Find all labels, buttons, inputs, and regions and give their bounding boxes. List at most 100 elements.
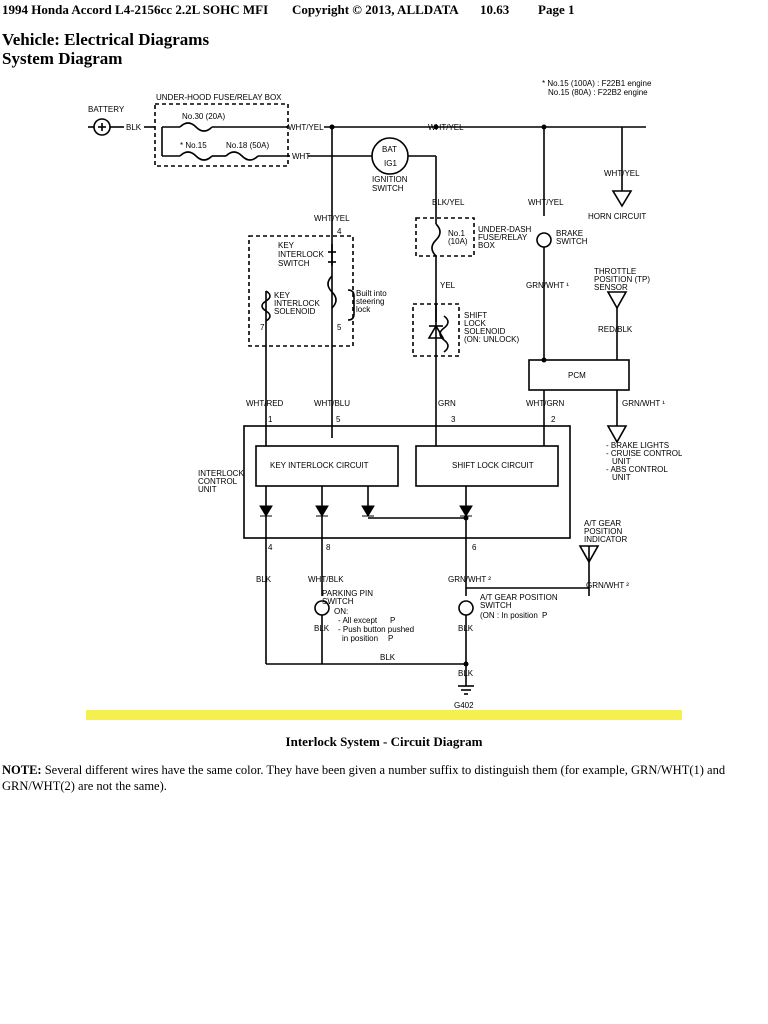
fuse-30-label: No.30 (20A) — [182, 112, 225, 121]
fuse-box-label: UNDER-HOOD FUSE/RELAY BOX — [156, 93, 282, 102]
key-interlock-assembly — [248, 235, 354, 347]
shift-lock-label-1: SHIFT — [464, 311, 487, 320]
grn-wht-2-wire-label-b: GRN/WHT ² — [586, 581, 629, 590]
wht-yel-wire-label-d: WHT/YEL — [314, 214, 350, 223]
ignition-switch-label-2: SWITCH — [372, 184, 404, 193]
highlight-bar — [86, 710, 682, 720]
yel-wire-label: YEL — [440, 281, 456, 290]
pin-4-top: 4 — [337, 227, 342, 236]
page-title: Vehicle: Electrical Diagrams — [2, 30, 210, 49]
engine-note-2: No.15 (80A) : F22B2 engine — [548, 88, 648, 97]
key-interlock-solenoid-label-2: INTERLOCK — [274, 299, 320, 308]
grn-wht-1-wire-label-b: GRN/WHT ¹ — [622, 399, 665, 408]
at-gear-indicator-label-3: INDICATOR — [584, 535, 627, 544]
key-interlock-switch-label-2: INTERLOCK — [278, 250, 324, 259]
wht-grn-wire-label: WHT/GRN — [526, 399, 564, 408]
underdash-label-3: BOX — [478, 241, 496, 250]
ignition-switch-symbol — [371, 137, 409, 175]
tp-sensor-label-3: SENSOR — [594, 283, 628, 292]
circuit-diagram-svg: * No.15 (100A) : F22B1 engine No.15 (80A… — [86, 79, 683, 720]
key-interlock-circuit-label: KEY INTERLOCK CIRCUIT — [270, 461, 369, 470]
pin-5-mid: 5 — [336, 415, 341, 424]
battery-label: BATTERY — [88, 105, 125, 114]
blk-wire-label-d: BLK — [380, 653, 396, 662]
key-interlock-solenoid-label-3: SOLENOID — [274, 307, 316, 316]
control-unit-label-1: INTERLOCK — [198, 469, 244, 478]
underdash-label-2: FUSE/RELAY — [478, 233, 528, 242]
at-gear-switch-label-1: A/T GEAR POSITION — [480, 593, 558, 602]
brake-switch-label-1: BRAKE — [556, 229, 583, 238]
at-gear-position-switch-symbol — [458, 600, 474, 616]
wht-yel-wire-label-e: WHT/YEL — [528, 198, 564, 207]
pin-4-bottom: 4 — [268, 543, 273, 552]
grn-wht-2-wire-label-a: GRN/WHT ² — [448, 575, 491, 584]
parking-on-1: - All except — [338, 616, 378, 625]
parking-pin-label-2: SWITCH — [322, 597, 354, 606]
pin-7: 7 — [260, 323, 265, 332]
outputs-label-1: - BRAKE LIGHTS — [606, 441, 669, 450]
note-text: Several different wires have the same co… — [2, 763, 726, 793]
pcm-label: PCM — [568, 371, 586, 380]
parking-p-1: P — [390, 616, 395, 625]
built-into-label-1: Built into — [356, 289, 387, 298]
parking-p-2: P — [388, 634, 393, 643]
horn-circuit-label: HORN CIRCUIT — [588, 212, 646, 221]
wht-blu-wire-label: WHT/BLU — [314, 399, 350, 408]
outputs-label-4: - ABS CONTROL — [606, 465, 668, 474]
outputs-label-5: UNIT — [612, 473, 631, 482]
brake-switch-symbol — [536, 232, 552, 248]
version-text: 10.63 — [480, 2, 510, 17]
control-unit-label-3: UNIT — [198, 485, 217, 494]
page-subtitle: System Diagram — [2, 49, 123, 68]
engine-note-1: * No.15 (100A) : F22B1 engine — [542, 79, 652, 88]
at-gear-indicator-label-2: POSITION — [584, 527, 622, 536]
wht-red-wire-label: WHT/RED — [246, 399, 284, 408]
blk-wire-label-e: BLK — [458, 669, 474, 678]
ignition-switch-label-1: IGNITION — [372, 175, 408, 184]
pin-8: 8 — [326, 543, 331, 552]
shift-lock-label-4: (ON: UNLOCK) — [464, 335, 519, 344]
blk-wire-label-b: BLK — [314, 624, 330, 633]
wht-blk-wire-label: WHT/BLK — [308, 575, 344, 584]
at-gear-switch-label-2: SWITCH — [480, 601, 512, 610]
at-gear-switch-label-3: (ON : In position — [480, 611, 538, 620]
outputs-label-3: UNIT — [612, 457, 631, 466]
at-gear-indicator-label-1: A/T GEAR — [584, 519, 621, 528]
shift-lock-label-2: LOCK — [464, 319, 486, 328]
blk-yel-wire-label: BLK/YEL — [432, 198, 465, 207]
vehicle-title: 1994 Honda Accord L4-2156cc 2.2L SOHC MF… — [2, 2, 269, 17]
under-dash-fuse-box — [415, 217, 475, 257]
outputs-label-2: - CRUISE CONTROL — [606, 449, 682, 458]
bat-label: BAT — [382, 145, 397, 154]
shift-lock-circuit-label: SHIFT LOCK CIRCUIT — [452, 461, 534, 470]
wht-wire-label: WHT — [292, 152, 310, 161]
shift-lock-label-3: SOLENOID — [464, 327, 506, 336]
blk-wire-label-a: BLK — [256, 575, 272, 584]
shift-lock-circuit-box — [415, 445, 559, 487]
pcm-box — [528, 359, 630, 391]
tp-sensor-label-1: THROTTLE — [594, 267, 636, 276]
battery-wire-label: BLK — [126, 123, 142, 132]
pin-6: 6 — [472, 543, 477, 552]
red-blk-wire-label: RED/BLK — [598, 325, 633, 334]
pin-3: 3 — [451, 415, 456, 424]
note-paragraph: NOTE: Several different wires have the s… — [2, 762, 764, 794]
built-into-label-2: steering — [356, 297, 384, 306]
wht-yel-wire-label-a: WHT/YEL — [288, 123, 324, 132]
key-interlock-switch-label-1: KEY — [278, 241, 295, 250]
ig1-label: IG1 — [384, 159, 397, 168]
key-interlock-switch-label-3: SWITCH — [278, 259, 310, 268]
ground-label: G402 — [454, 701, 474, 710]
fuse-18-label: No.18 (50A) — [226, 141, 269, 150]
parking-on-3: in position — [342, 634, 378, 643]
brake-switch-label-2: SWITCH — [556, 237, 588, 246]
copyright-text: Copyright © 2013, ALLDATA — [292, 2, 459, 17]
under-hood-fuse-box — [154, 103, 289, 167]
at-gear-switch-p: P — [542, 611, 547, 620]
blk-wire-label-c: BLK — [458, 624, 474, 633]
page-number: Page 1 — [538, 2, 575, 17]
pin-5-top: 5 — [337, 323, 342, 332]
wht-yel-wire-label-b: WHT/YEL — [428, 123, 464, 132]
circuit-diagram: * No.15 (100A) : F22B1 engine No.15 (80A… — [86, 76, 683, 720]
fuse-no1-label-2: (10A) — [448, 237, 468, 246]
